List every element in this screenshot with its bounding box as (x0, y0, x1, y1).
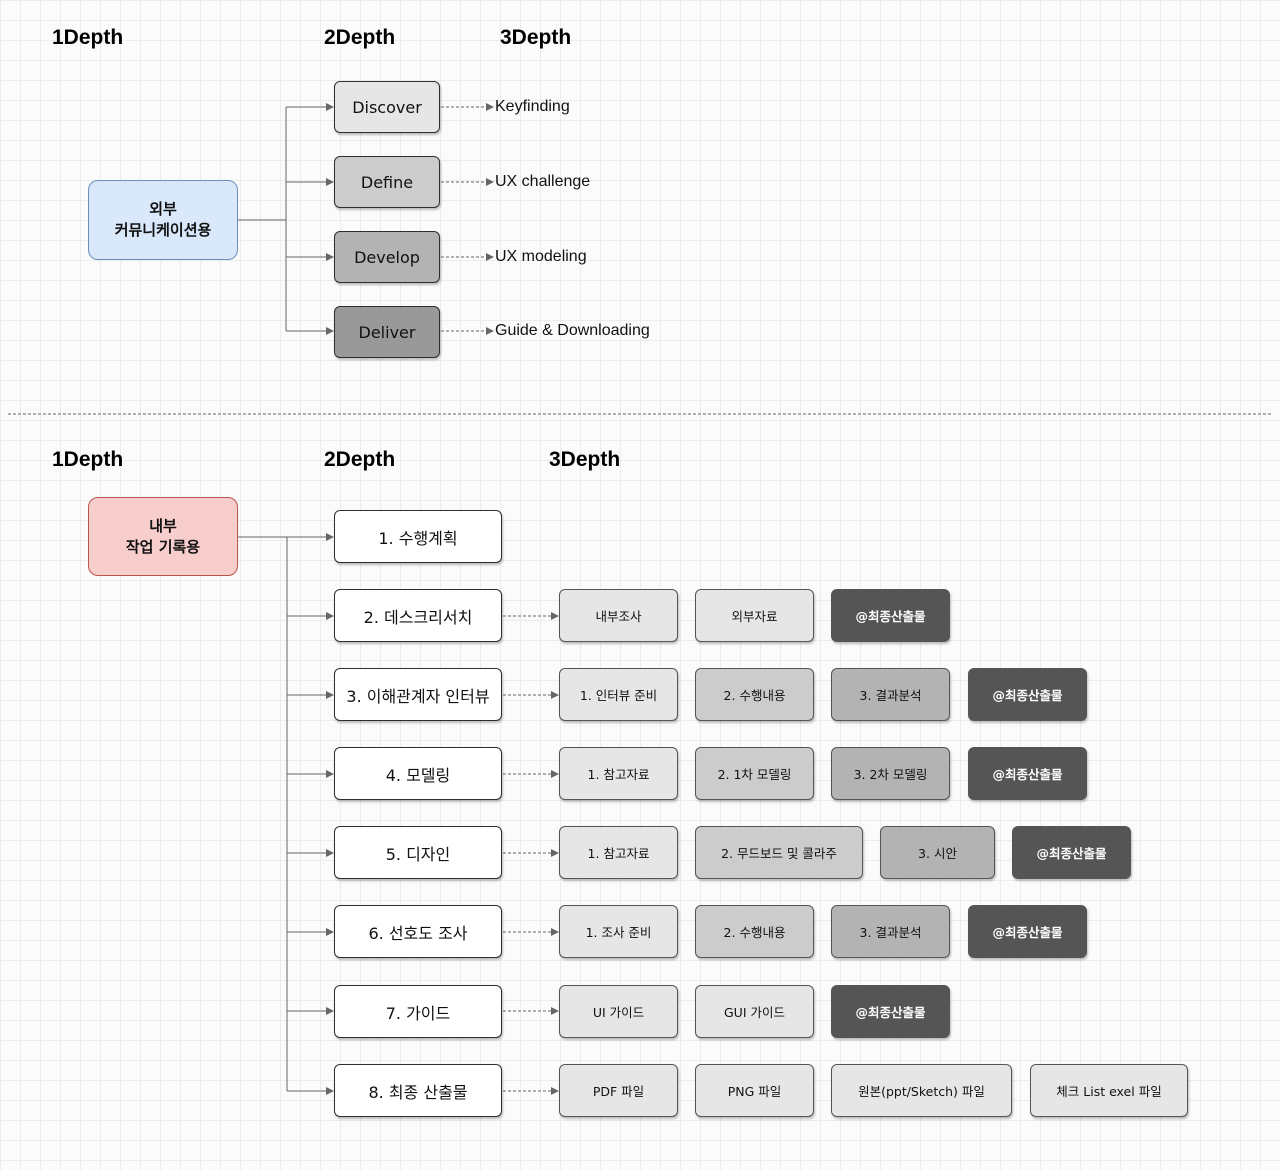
r3-leaf-2[interactable]: 2. 수행내용 (695, 668, 814, 721)
r7-leaf-1[interactable]: UI 가이드 (559, 985, 678, 1038)
bottom-header-3depth: 3Depth (549, 448, 621, 471)
r2-leaf-2[interactable]: 외부자료 (695, 589, 814, 642)
bottom-node-3[interactable]: 3. 이해관계자 인터뷰 (334, 668, 502, 721)
r8-leaf-2[interactable]: PNG 파일 (695, 1064, 814, 1117)
r8-leaf-1[interactable]: PDF 파일 (559, 1064, 678, 1117)
r5-leaf-1[interactable]: 1. 참고자료 (559, 826, 678, 879)
r3-leaf-1[interactable]: 1. 인터뷰 준비 (559, 668, 678, 721)
r6-leaf-1[interactable]: 1. 조사 준비 (559, 905, 678, 958)
bottom-root-line2: 작업 기록용 (125, 537, 201, 556)
r2-leaf-1[interactable]: 내부조사 (559, 589, 678, 642)
bottom-root-node[interactable]: 내부 작업 기록용 (88, 497, 238, 576)
r6-leaf-2[interactable]: 2. 수행내용 (695, 905, 814, 958)
r3-leaf-final[interactable]: @최종산출물 (968, 668, 1087, 721)
r4-leaf-2[interactable]: 2. 1차 모델링 (695, 747, 814, 800)
r3-leaf-3[interactable]: 3. 결과분석 (831, 668, 950, 721)
top-leaf-ux-challenge: UX challenge (495, 173, 591, 190)
r8-leaf-3[interactable]: 원본(ppt/Sketch) 파일 (831, 1064, 1012, 1117)
r4-leaf-3[interactable]: 3. 2차 모델링 (831, 747, 950, 800)
top-header-1depth: 1Depth (52, 26, 124, 49)
bottom-node-5[interactable]: 5. 디자인 (334, 826, 502, 879)
r6-leaf-final[interactable]: @최종산출물 (968, 905, 1087, 958)
r2-leaf-final[interactable]: @최종산출물 (831, 589, 950, 642)
bottom-root-line1: 내부 (149, 516, 177, 535)
bottom-node-2[interactable]: 2. 데스크리서치 (334, 589, 502, 642)
top-leaf-guide-downloading: Guide & Downloading (495, 322, 650, 339)
bottom-node-1[interactable]: 1. 수행계획 (334, 510, 502, 563)
r4-leaf-final[interactable]: @최종산출물 (968, 747, 1087, 800)
r7-leaf-final[interactable]: @최종산출물 (831, 985, 950, 1038)
r6-leaf-3[interactable]: 3. 결과분석 (831, 905, 950, 958)
top-header-3depth: 3Depth (500, 26, 572, 49)
top-root-line2: 커뮤니케이션용 (114, 221, 212, 239)
r5-leaf-2[interactable]: 2. 무드보드 및 콜라주 (695, 826, 863, 879)
bottom-node-8[interactable]: 8. 최종 산출물 (334, 1064, 502, 1117)
r5-leaf-final[interactable]: @최종산출물 (1012, 826, 1131, 879)
top-node-develop[interactable]: Develop (334, 231, 440, 283)
top-root-line1: 외부 (149, 200, 177, 218)
top-node-deliver[interactable]: Deliver (334, 306, 440, 358)
top-leaf-ux-modeling: UX modeling (495, 248, 587, 265)
top-header-2depth: 2Depth (324, 26, 396, 49)
bottom-header-1depth: 1Depth (52, 448, 124, 471)
bottom-node-7[interactable]: 7. 가이드 (334, 985, 502, 1038)
top-node-define[interactable]: Define (334, 156, 440, 208)
top-leaf-keyfinding: Keyfinding (495, 98, 570, 115)
r7-leaf-2[interactable]: GUI 가이드 (695, 985, 814, 1038)
top-root-node[interactable]: 외부 커뮤니케이션용 (88, 180, 238, 260)
bottom-node-6[interactable]: 6. 선호도 조사 (334, 905, 502, 958)
bottom-header-2depth: 2Depth (324, 448, 396, 471)
r8-leaf-4[interactable]: 체크 List exel 파일 (1030, 1064, 1188, 1117)
r5-leaf-3[interactable]: 3. 시안 (880, 826, 995, 879)
bottom-node-4[interactable]: 4. 모델링 (334, 747, 502, 800)
r4-leaf-1[interactable]: 1. 참고자료 (559, 747, 678, 800)
top-node-discover[interactable]: Discover (334, 81, 440, 133)
